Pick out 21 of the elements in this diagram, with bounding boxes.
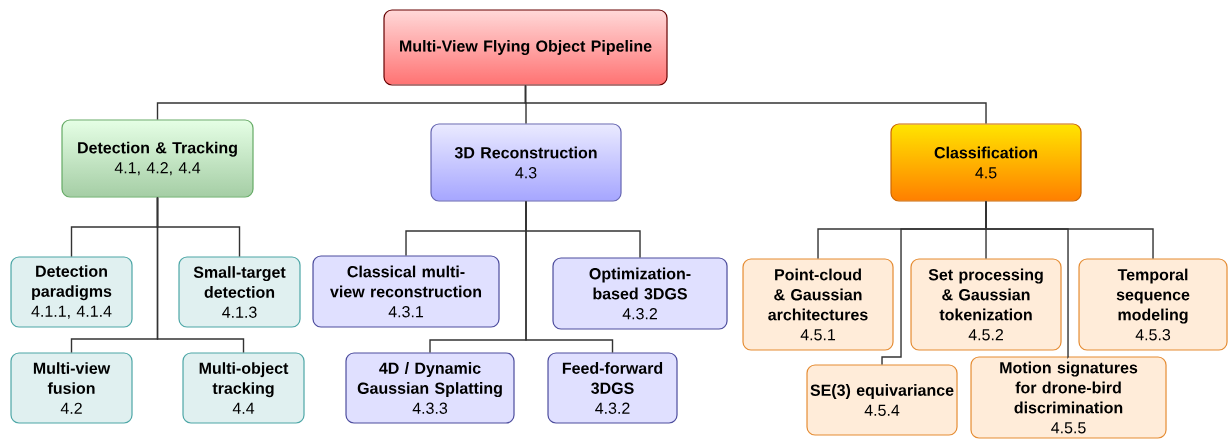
topic-box: Feed-forward 3DGS 4.3.2 [547,352,678,424]
topic-box: Point-cloud & Gaussian architectures 4.5.1 [742,258,894,351]
connector-line [985,200,1070,359]
topic-box: Small-target detection 4.1.3 [178,256,301,328]
connector-line [525,200,614,354]
topic-box: Motion signatures for drone-bird discrimination 4.5.5 [970,356,1167,439]
root-box: Multi-View Flying Object Pipeline [383,9,668,86]
topic-box: Detection paradigms 4.1.1, 4.1.4 [10,256,133,328]
topic-box: Multi-object tracking 4.4 [182,352,305,424]
topic-box: 4D / Dynamic Gaussian Splatting 4.3.3 [345,352,515,424]
topic-box: SE(3) equivariance 4.5.4 [806,364,958,436]
connector-line [156,196,245,354]
topic-box: Temporal sequence modeling 4.5.3 [1078,258,1228,351]
topic-box: Set processing & Gaussian tokenization 4.5.2 [910,258,1062,351]
topic-box: Optimization-based 3DGS 4.3.2 [552,257,728,330]
category-box: Classification 4.5 [890,123,1082,202]
category-box: Detection & Tracking 4.1, 4.2, 4.4 [61,119,254,198]
topic-box: Multi-view fusion 4.2 [10,352,133,424]
category-box: 3D Reconstruction 4.3 [430,123,622,202]
topic-box: Classical multi-view reconstruction 4.3.1 [312,255,500,328]
connector-line [524,84,987,125]
